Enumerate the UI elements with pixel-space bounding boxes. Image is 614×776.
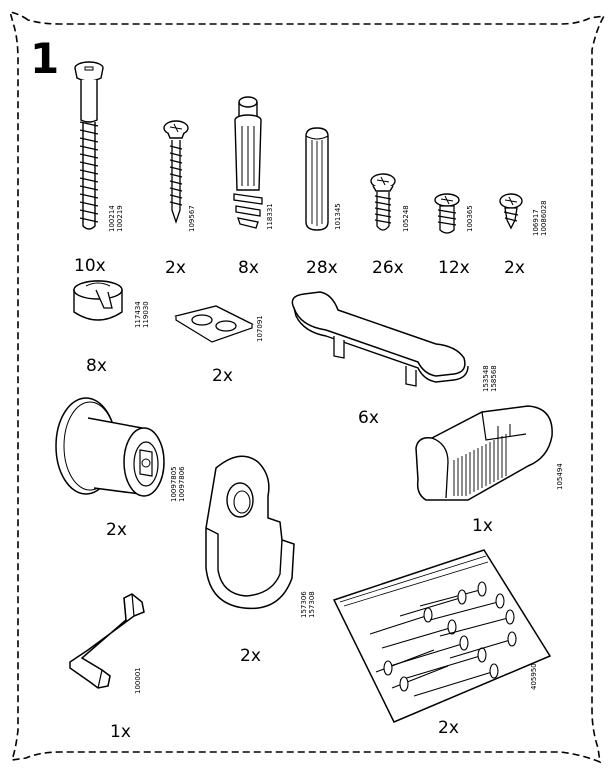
bumper-pads-icon <box>174 305 254 343</box>
cam-lock-icon <box>73 280 123 321</box>
part-quantity: 2x <box>212 366 233 386</box>
rail-bracket-icon <box>205 455 295 610</box>
wood-dowel-icon <box>305 127 329 231</box>
part-quantity: 8x <box>86 356 107 376</box>
part-code: 101345 <box>334 203 342 230</box>
part-quantity: 2x <box>504 258 525 278</box>
part-quantity: 26x <box>372 258 404 278</box>
part-quantity: 2x <box>438 718 459 738</box>
part-code: 109567 <box>188 205 196 232</box>
part-quantity: 1x <box>110 722 131 742</box>
dowel-connector-icon <box>233 96 263 229</box>
part-quantity: 2x <box>106 520 127 540</box>
part-quantity: 2x <box>165 258 186 278</box>
part-code: 105494 <box>556 463 564 490</box>
part-quantity: 8x <box>238 258 259 278</box>
part-quantity: 10x <box>74 256 106 276</box>
part-code: 105248 <box>402 205 410 232</box>
part-quantity: 6x <box>358 408 379 428</box>
pan-head-screw-icon <box>163 120 189 225</box>
part-quantity: 12x <box>438 258 470 278</box>
part-code: 100365 <box>466 205 474 232</box>
tiny-screw-icon <box>499 193 523 230</box>
part-code: 405950 <box>530 663 538 690</box>
part-quantity: 1x <box>472 516 493 536</box>
wall-flange-icon <box>55 397 165 497</box>
dashed-frame <box>8 10 606 764</box>
allen-key-icon <box>69 593 145 689</box>
cam-bolt-icon <box>74 61 104 230</box>
nail-bag-icon <box>332 549 552 723</box>
part-quantity: 2x <box>240 646 261 666</box>
handle-icon <box>291 291 469 387</box>
shelf-clip-icon <box>415 405 553 501</box>
part-code: 100001 <box>134 667 142 694</box>
short-screw-icon <box>370 173 396 231</box>
part-quantity: 28x <box>306 258 338 278</box>
part-code: 107091 <box>256 315 264 342</box>
flat-screw-icon <box>434 193 460 234</box>
step-number: 1 <box>30 34 60 83</box>
part-code: 118331 <box>266 203 274 230</box>
